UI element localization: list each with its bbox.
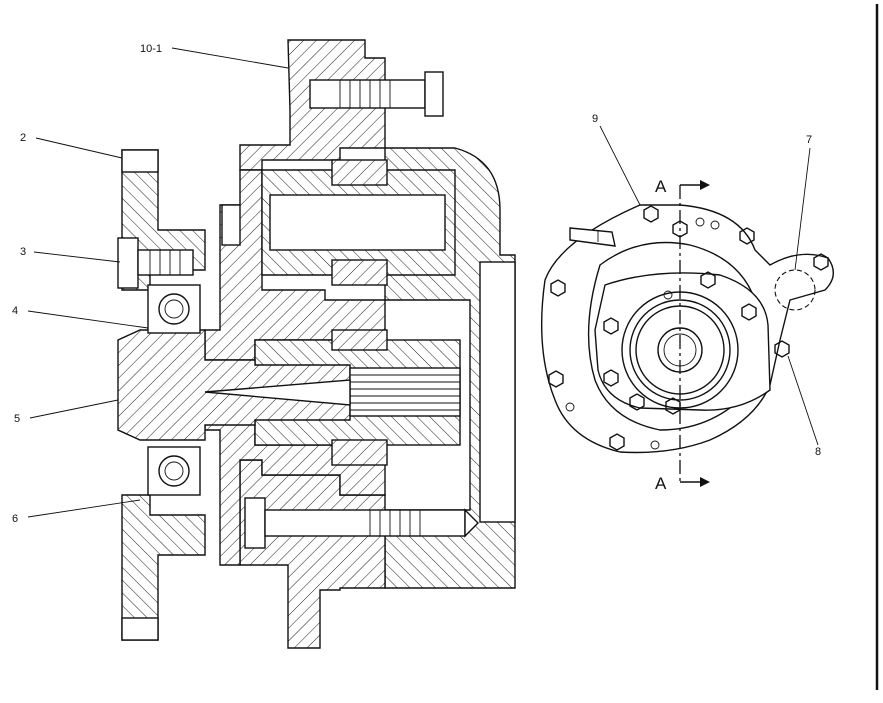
- callout-4-label: 4: [12, 305, 18, 317]
- end-view-bolt-heads: [548, 205, 829, 451]
- relief-valve-circle: [774, 269, 816, 311]
- flange-bolt: [117, 237, 194, 289]
- callout-10-1: 10-1: [140, 43, 289, 69]
- section-arrow-bottom: [680, 477, 710, 487]
- end-view-gear-plate: [594, 272, 771, 411]
- flange-tip-bottom: [121, 617, 159, 641]
- callout-8: 8: [787, 355, 821, 458]
- rear-cover-recess: [479, 261, 516, 523]
- callout-8-label: 8: [815, 446, 821, 458]
- section-view: [117, 39, 516, 649]
- callout-6: 6: [12, 499, 141, 525]
- drive-shaft: [117, 329, 351, 441]
- callout-3-label: 3: [20, 246, 26, 258]
- bottom-bolt: [244, 497, 479, 549]
- top-bolt: [309, 71, 444, 117]
- shaft-spline-lines: [350, 374, 460, 411]
- section-mark-top: A: [655, 177, 667, 196]
- lower-gear-hub-bottom: [331, 439, 388, 466]
- shaft-spline-bore: [349, 367, 461, 417]
- upper-gear-hub: [331, 159, 388, 186]
- end-view-small-holes: [565, 217, 720, 450]
- flange-tip-top: [121, 149, 159, 173]
- callout-10-1-label: 10-1: [140, 43, 162, 55]
- callout-4: 4: [12, 305, 149, 329]
- end-view-bore-mid: [629, 299, 731, 401]
- callout-3: 3: [20, 246, 121, 263]
- callout-9: 9: [592, 113, 641, 206]
- section-mark-bottom: A: [655, 474, 667, 493]
- callout-5-label: 5: [14, 413, 20, 425]
- end-view: A A: [540, 177, 834, 493]
- upper-bearing: [147, 284, 201, 334]
- lower-gear-hub: [331, 329, 388, 351]
- callout-2: 2: [20, 132, 123, 159]
- callout-7: 7: [794, 134, 812, 271]
- callout-6-label: 6: [12, 513, 18, 525]
- section-arrow-top: [680, 180, 710, 190]
- upper-gear-bore: [269, 194, 446, 251]
- small-plug: [221, 204, 241, 246]
- callout-9-label: 9: [592, 113, 598, 125]
- callout-2-label: 2: [20, 132, 26, 144]
- shaft-taper: [204, 379, 351, 406]
- upper-gear-hub-lower: [331, 259, 388, 286]
- lower-bearing: [147, 446, 201, 496]
- callout-7-label: 7: [806, 134, 812, 146]
- callout-5: 5: [14, 399, 119, 425]
